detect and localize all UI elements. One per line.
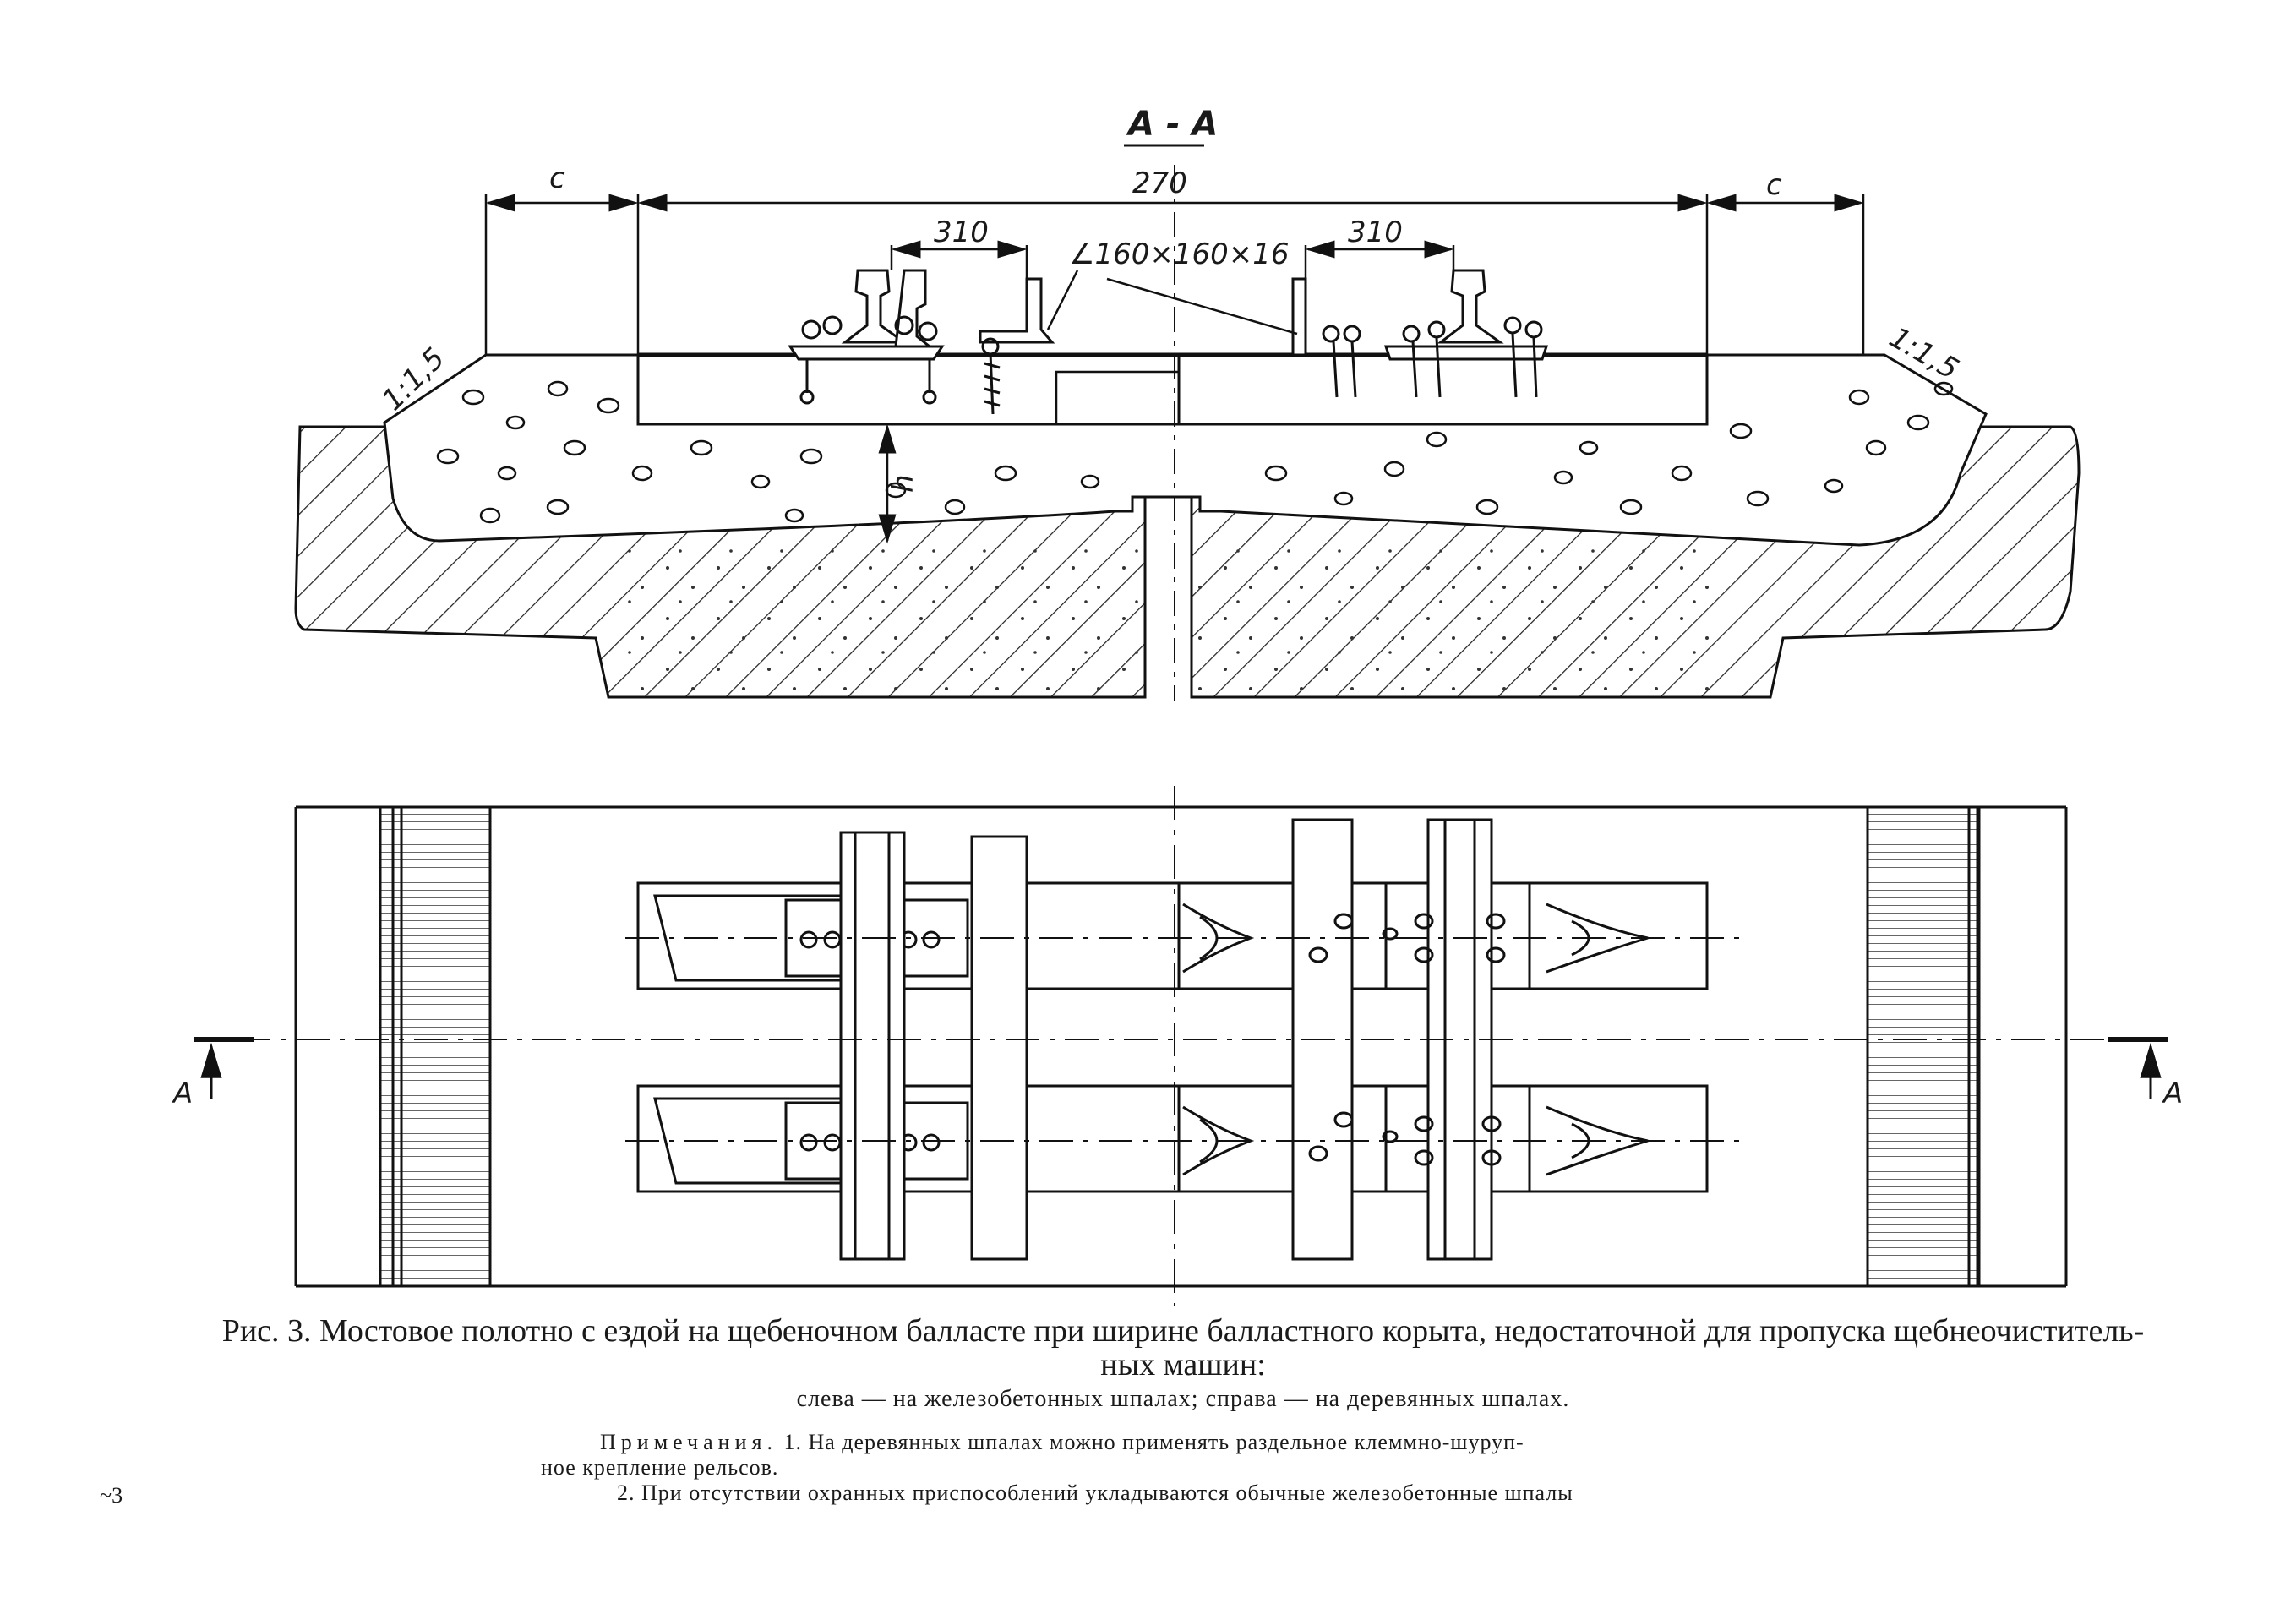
rail-right: [1291, 269, 1549, 398]
section-mark-left: А: [172, 1077, 193, 1110]
notes-block: Примечания. 1. На деревянных шпалах можн…: [541, 1430, 1977, 1506]
plan-concrete-sleepers: [636, 881, 1181, 1193]
dim-gauge-left-label: 310: [934, 215, 989, 249]
angle-profile-label: ∠160×160×16: [1069, 237, 1290, 271]
wooden-sleeper: [1177, 353, 1709, 426]
dim-c-left-label: с: [549, 161, 565, 195]
dim-c-right-label: с: [1766, 168, 1782, 202]
corner-mark: ~3: [100, 1483, 123, 1508]
section-a-a: [294, 165, 2081, 701]
note-1-a: 1. На деревянных шпалах можно применять …: [783, 1430, 1524, 1454]
rail-left: [788, 269, 1055, 415]
figure-caption: Рис. 3. Мостовое полотно с ездой на щебе…: [161, 1314, 2206, 1382]
section-mark-right: А: [2162, 1077, 2183, 1110]
dim-total-label: 270: [1132, 166, 1187, 200]
caption-line-2: ных машин:: [1100, 1347, 1266, 1383]
dim-gauge-right-label: 310: [1348, 215, 1403, 249]
caption-line-1: Рис. 3. Мостовое полотно с ездой на щебе…: [221, 1313, 2145, 1349]
concrete-sleeper: [636, 353, 1181, 426]
notes-heading: Примечания.: [600, 1430, 777, 1454]
depth-label: h: [886, 474, 920, 493]
section-title: А - А: [1126, 105, 1218, 144]
plan-view: [194, 786, 2168, 1306]
note-1-b: ное крепление рельсов.: [541, 1455, 779, 1480]
plan-wall-right: [1866, 805, 1979, 1288]
caption-subtitle: слева — на железобетонных шпалах; справа…: [796, 1386, 1570, 1412]
section-dimensions: [484, 165, 1865, 701]
plan-wall-left: [379, 805, 492, 1288]
note-2: 2. При отсутствии охранных приспособлени…: [617, 1481, 1573, 1505]
